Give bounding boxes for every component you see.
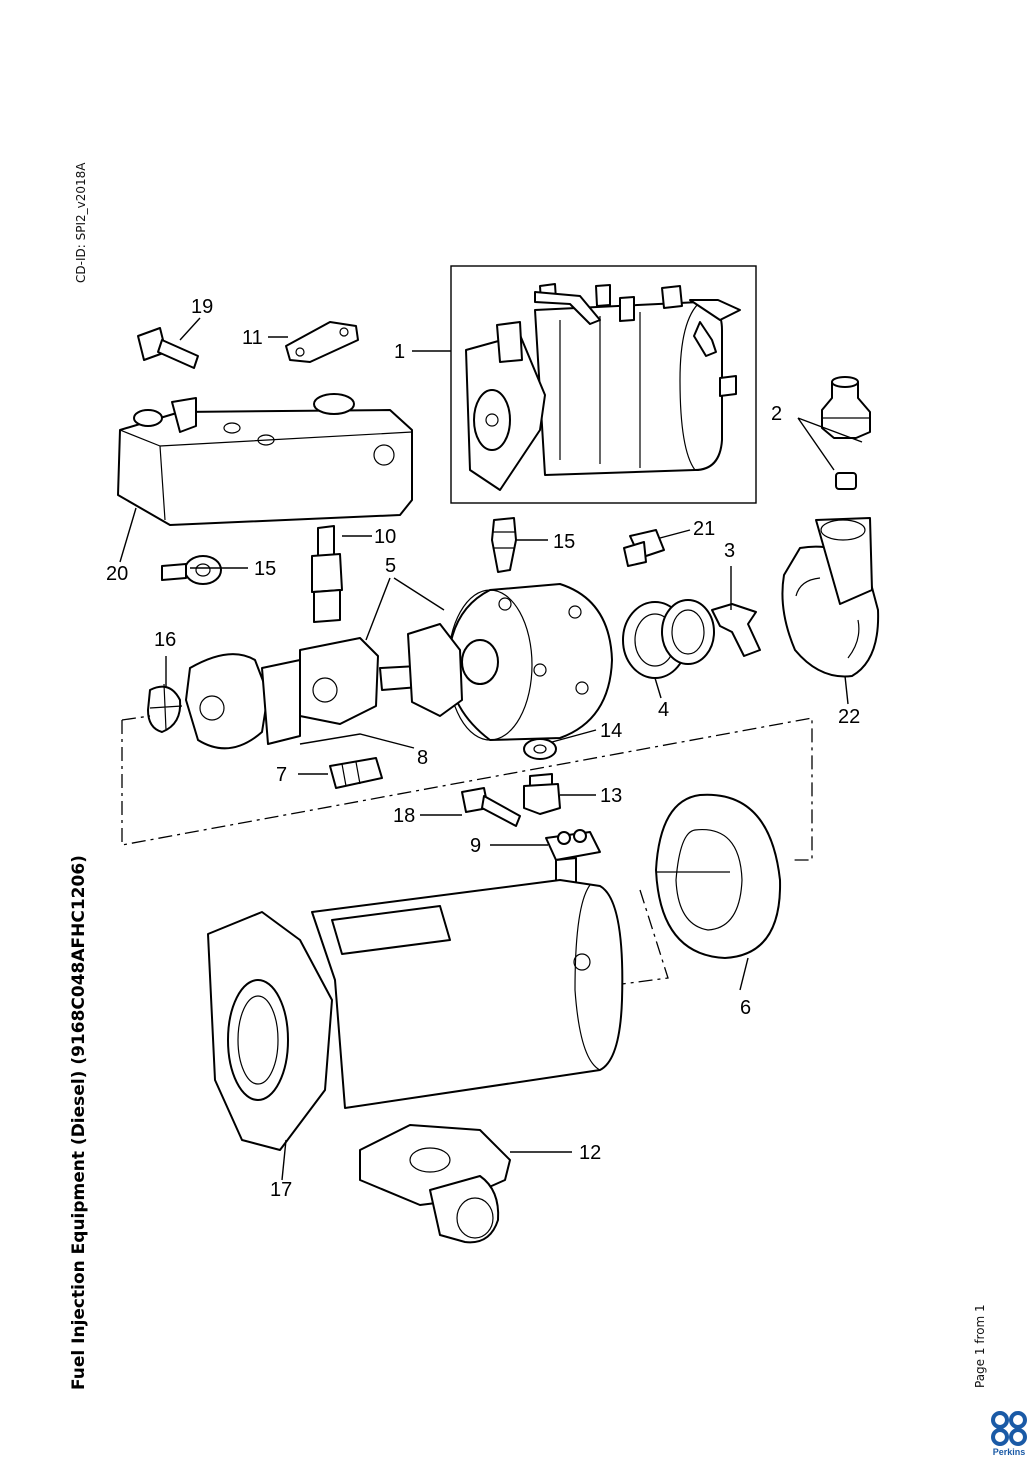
cam-ring-illustration	[655, 793, 782, 959]
callout-8: 8	[417, 747, 428, 769]
cd-id-label: CD-ID: SPI2_v2018A	[74, 162, 88, 283]
plate-illustration	[185, 653, 301, 750]
callout-11: 11	[242, 327, 263, 349]
callout-labels: 1 2 3 4 5 6 7 8 9 10 11 12 13 14 15 15 1…	[106, 296, 860, 1201]
screw-illustration-16	[147, 683, 183, 733]
screw-illustration-13	[523, 773, 561, 815]
perkins-logo-icon	[991, 1411, 1027, 1446]
plug-illustration	[623, 529, 665, 567]
ring-illustration	[622, 599, 715, 679]
callout-22: 22	[838, 706, 860, 728]
callout-7: 7	[276, 764, 287, 786]
callout-21: 21	[693, 518, 715, 540]
document-title: Fuel Injection Equipment (Diesel) (9168C…	[69, 855, 89, 1390]
callout-6: 6	[740, 997, 751, 1019]
injection-pump-assembly-illustration	[450, 265, 757, 504]
callout-10: 10	[374, 526, 396, 548]
rotor-assembly-illustration	[299, 583, 613, 741]
callout-9: 9	[470, 835, 481, 857]
valve-and-seat-illustration	[821, 376, 871, 490]
housing-illustration	[207, 879, 624, 1151]
callout-12: 12	[579, 1142, 601, 1164]
callout-15-banjo: 15	[254, 558, 276, 580]
block-illustration	[329, 757, 383, 789]
plunger-illustration	[311, 525, 343, 623]
banjo-illustration	[161, 555, 222, 585]
callout-3: 3	[724, 540, 735, 562]
callout-16: 16	[154, 629, 176, 651]
valve-illustration	[491, 517, 517, 573]
link-illustration	[285, 321, 359, 363]
callout-5: 5	[385, 555, 396, 577]
vane-illustration	[711, 603, 761, 657]
callout-13: 13	[600, 785, 622, 807]
adaptor-illustration	[359, 1124, 511, 1244]
page-indicator: Page 1 from 1	[973, 1304, 987, 1388]
leader-lines	[119, 317, 863, 1181]
brand-wordmark: Perkins	[992, 1447, 1026, 1457]
callout-4: 4	[658, 699, 669, 721]
callout-15-valve: 15	[553, 531, 575, 553]
callout-1: 1	[394, 341, 405, 363]
callout-2: 2	[771, 403, 782, 425]
end-plate-illustration	[781, 517, 880, 678]
head-illustration	[117, 393, 413, 526]
bolt-illustration-19	[137, 327, 199, 369]
callout-20: 20	[106, 563, 128, 585]
bolt-illustration-18	[461, 787, 521, 827]
washer-illustration	[523, 738, 557, 760]
callout-17: 17	[270, 1179, 292, 1201]
callout-18: 18	[393, 805, 415, 827]
perkins-logo: Perkins	[989, 1410, 1029, 1458]
callout-14: 14	[600, 720, 622, 742]
callout-19: 19	[191, 296, 213, 318]
